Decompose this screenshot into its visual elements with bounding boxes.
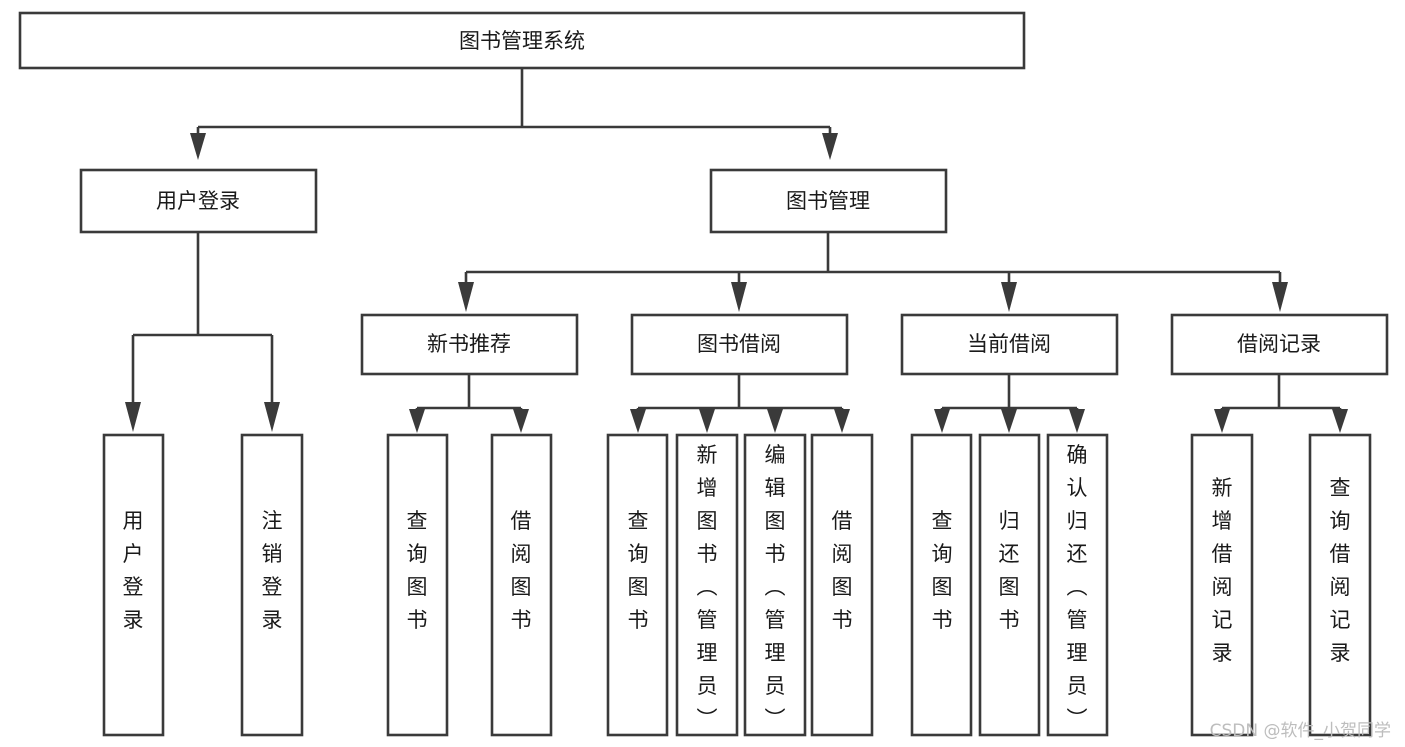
arrowhead-leaf-cb-2: [1001, 409, 1017, 433]
node-new-book-recommend-label: 新书推荐: [427, 332, 511, 356]
leaf-label: 查询图书: [932, 509, 953, 632]
node-root-label: 图书管理系统: [459, 29, 585, 53]
leaf-label: 查询图书: [407, 509, 428, 632]
leaf-label: 查询借阅记录: [1330, 476, 1351, 665]
leaf-book-borrow-4[interactable]: 借阅图书: [810, 433, 874, 737]
node-book-borrow-box: [630, 313, 849, 376]
leaf-box: [978, 433, 1041, 737]
leaf-label: 确认归还︵管理员︶: [1067, 443, 1088, 731]
leaf-book-borrow-2[interactable]: 新增图书︵管理员︶: [675, 433, 739, 737]
arrowhead-leaf-cb-3: [1069, 409, 1085, 433]
leaf-box: [1190, 433, 1254, 737]
arrowhead-leaf-bb-3: [767, 409, 783, 433]
node-book-manage[interactable]: 图书管理: [709, 168, 948, 234]
arrowhead-to-borrow-record: [1272, 282, 1288, 312]
leaf-label: 用户登录: [123, 509, 144, 632]
arrowhead-leaf-user-login-2: [264, 402, 280, 432]
arrowhead-to-book-manage: [822, 133, 838, 160]
leaf-label: 借阅图书: [832, 509, 853, 632]
leaf-box: [743, 433, 807, 737]
leaf-box: [490, 433, 553, 737]
node-borrow-record-label: 借阅记录: [1237, 332, 1321, 356]
arrowhead-leaf-nbr-2: [513, 409, 529, 433]
node-borrow-record[interactable]: 借阅记录: [1170, 313, 1389, 376]
arrowhead-to-current-borrow: [1001, 282, 1017, 312]
leaf-box: [1046, 433, 1109, 737]
leaf-label: 新增图书︵管理员︶: [697, 443, 718, 731]
leaf-current-borrow-2[interactable]: 归还图书: [978, 433, 1041, 737]
leaf-current-borrow-3[interactable]: 确认归还︵管理员︶: [1046, 433, 1109, 737]
arrowhead-leaf-bb-2: [699, 409, 715, 433]
node-book-borrow[interactable]: 图书借阅: [630, 313, 849, 376]
leaf-label: 归还图书: [999, 509, 1020, 632]
leaf-borrow-record-2[interactable]: 查询借阅记录: [1308, 433, 1372, 737]
node-root-system[interactable]: 图书管理系统: [18, 11, 1026, 70]
leaf-label: 借阅图书: [511, 509, 532, 632]
node-current-borrow[interactable]: 当前借阅: [900, 313, 1119, 376]
leaf-label: 编辑图书︵管理员︶: [765, 443, 786, 731]
leaf-box: [910, 433, 973, 737]
node-book-manage-label: 图书管理: [786, 189, 870, 213]
node-new-book-recommend[interactable]: 新书推荐: [360, 313, 579, 376]
node-current-borrow-box: [900, 313, 1119, 376]
node-user-login[interactable]: 用户登录: [79, 168, 318, 234]
leaf-current-borrow-1[interactable]: 查询图书: [910, 433, 973, 737]
arrowhead-leaf-bb-1: [630, 409, 646, 433]
arrowhead-to-new-book: [458, 282, 474, 312]
leaf-book-borrow-3[interactable]: 编辑图书︵管理员︶: [743, 433, 807, 737]
leaf-box: [240, 433, 304, 737]
arrowhead-leaf-nbr-1: [409, 409, 425, 433]
leaf-box: [606, 433, 669, 737]
node-borrow-record-box: [1170, 313, 1389, 376]
leaf-new-book-recommend-2[interactable]: 借阅图书: [490, 433, 553, 737]
arrowhead-leaf-br-2: [1332, 409, 1348, 433]
node-book-manage-box: [709, 168, 948, 234]
arrowhead-leaf-br-1: [1214, 409, 1230, 433]
arrowhead-leaf-cb-1: [934, 409, 950, 433]
leaf-label: 查询图书: [628, 509, 649, 632]
arrowhead-to-user-login: [190, 133, 206, 160]
arrowhead-leaf-bb-4: [834, 409, 850, 433]
watermark-label: CSDN @软件_小贺同学: [1209, 721, 1391, 741]
leaf-new-book-recommend-1[interactable]: 查询图书: [386, 433, 449, 737]
leaf-label: 注销登录: [262, 509, 283, 632]
leaf-borrow-record-1[interactable]: 新增借阅记录: [1190, 433, 1254, 737]
leaf-label: 新增借阅记录: [1212, 476, 1233, 665]
arrowhead-leaf-user-login-1: [125, 402, 141, 432]
leaf-box: [675, 433, 739, 737]
node-current-borrow-label: 当前借阅: [967, 332, 1051, 356]
node-book-borrow-label: 图书借阅: [697, 332, 781, 356]
node-root-box: [18, 11, 1026, 70]
leaf-user-login-1[interactable]: 用户登录: [102, 433, 165, 737]
leaf-book-borrow-1[interactable]: 查询图书: [606, 433, 669, 737]
leaf-box: [386, 433, 449, 737]
leaf-box: [810, 433, 874, 737]
arrowhead-to-book-borrow: [731, 282, 747, 312]
node-new-book-recommend-box: [360, 313, 579, 376]
leaf-user-login-2[interactable]: 注销登录: [240, 433, 304, 737]
node-user-login-label: 用户登录: [156, 189, 240, 213]
leaf-box: [102, 433, 165, 737]
leaf-box: [1308, 433, 1372, 737]
